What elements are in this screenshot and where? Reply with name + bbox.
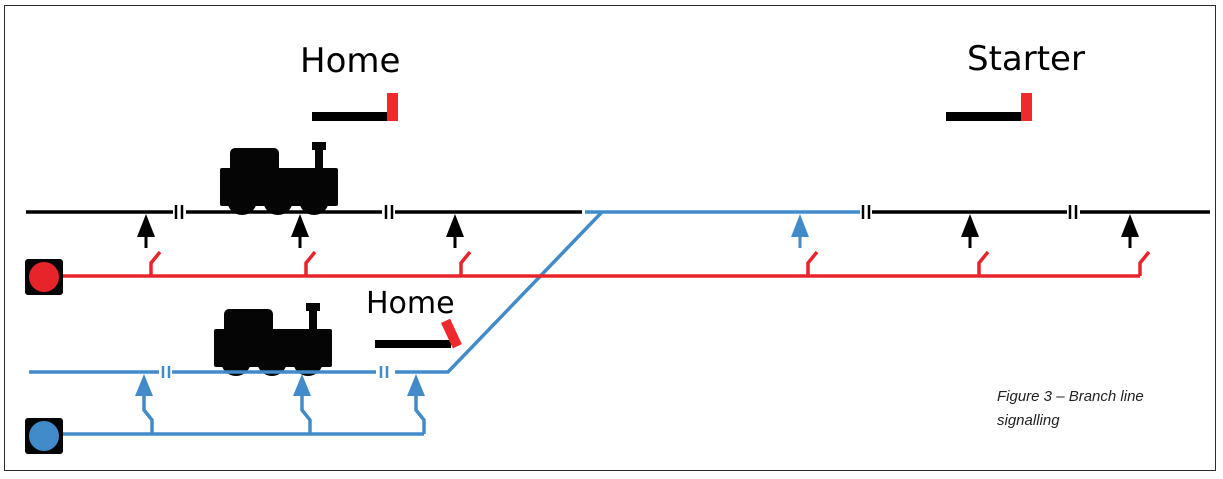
main-home-signal [312, 93, 398, 121]
insulated-joints-main [174, 205, 1078, 219]
main-home-signal-label: Home [300, 41, 400, 81]
detector-arrow [293, 374, 311, 396]
figure-caption: Figure 3 – Branch line signalling [997, 385, 1197, 433]
circuit-tap [459, 250, 472, 276]
main-detector-arrows [137, 214, 1139, 248]
circuit-tap [414, 392, 426, 434]
detector-arrow [446, 214, 464, 248]
circuit-tap [1138, 250, 1151, 276]
circuit-tap [806, 250, 819, 276]
signal-arm [387, 93, 398, 121]
junction-crossover [395, 210, 604, 374]
branch-home-signal [375, 318, 462, 349]
branch-line-track [29, 210, 860, 374]
signal-post [375, 340, 451, 348]
red-lamp-icon [29, 262, 59, 292]
detector-arrow [137, 214, 155, 248]
main-line-locomotive [220, 142, 338, 215]
starter-signal-label: Starter [967, 39, 1085, 79]
branch-detector-arrows [135, 214, 809, 396]
caption-line-2: signalling [997, 412, 1060, 429]
branch-detection-circuit [62, 392, 426, 436]
detector-arrow [291, 214, 309, 248]
main-line-indicator [25, 259, 63, 295]
signal-arm [1021, 93, 1032, 121]
circuit-tap [300, 392, 312, 434]
insulated-joints-branch [161, 366, 389, 378]
detector-arrow [791, 214, 809, 248]
circuit-tap [977, 250, 990, 276]
branch-line-indicator [25, 418, 63, 454]
signal-post [946, 112, 1022, 121]
detector-arrow [961, 214, 979, 248]
signal-post [312, 112, 388, 121]
circuit-tap [304, 250, 317, 276]
caption-line-1: Figure 3 – Branch line [997, 388, 1144, 405]
starter-signal [946, 93, 1032, 121]
figure-frame [4, 5, 1216, 471]
detector-arrow [407, 374, 425, 396]
detector-arrow [1121, 214, 1139, 248]
circuit-tap [142, 392, 154, 434]
detector-arrow [135, 374, 153, 396]
branch-home-signal-label: Home [366, 286, 455, 321]
main-detection-circuit [62, 250, 1151, 278]
signal-arm [441, 318, 462, 349]
branch-line-locomotive [214, 303, 332, 376]
blue-lamp-icon [29, 421, 59, 451]
circuit-tap [149, 250, 162, 276]
